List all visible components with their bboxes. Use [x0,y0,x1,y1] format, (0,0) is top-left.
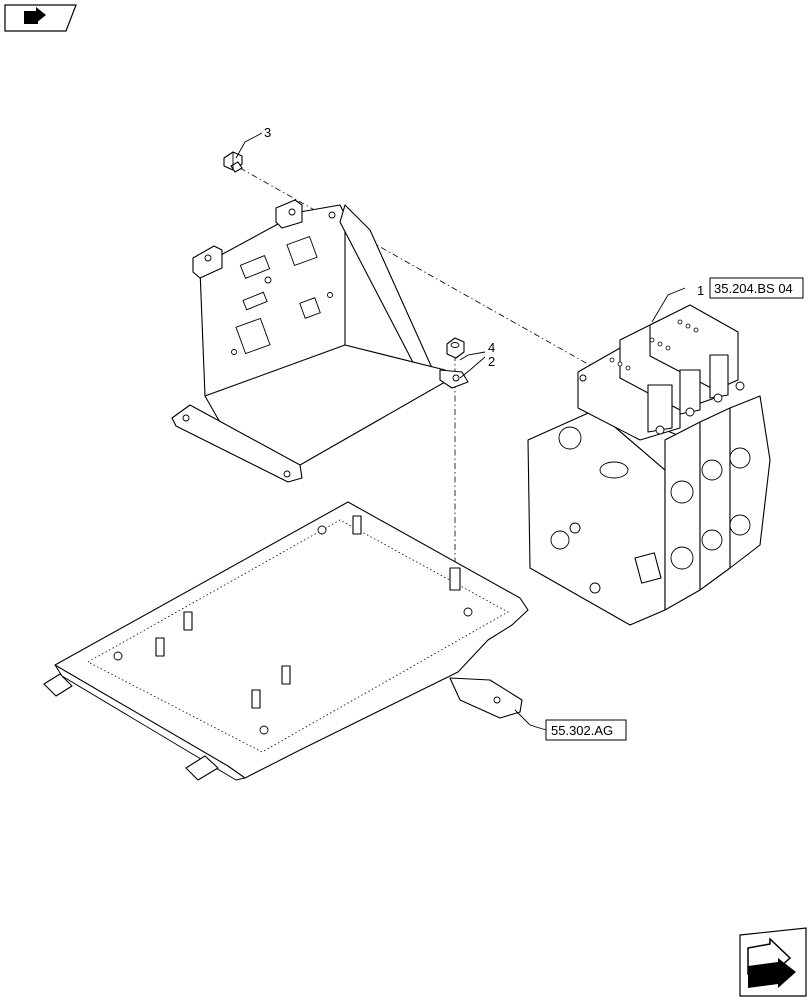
back-navigation-button[interactable] [4,4,77,32]
leader-lines [235,132,686,731]
forward-arrow-icon [747,937,796,988]
alignment-lines [239,167,596,570]
callout-item-3: 3 [264,125,271,140]
control-valve-part [527,304,771,626]
reference-label-mounting-plate: 55.302.AG [551,723,613,738]
nut-part [446,337,465,359]
forward-navigation-button[interactable] [739,927,807,997]
mounting-bracket-part [171,199,469,483]
callout-item-4: 4 [488,340,495,355]
callout-item-1: 1 [697,283,704,298]
callout-item-2: 2 [488,354,495,369]
mounting-plate-part [43,501,529,781]
bolt-part [223,151,243,173]
back-arrow-icon [24,7,46,24]
reference-link-control-valve[interactable]: 35.204.BS 04 [709,277,804,299]
reference-label-control-valve: 35.204.BS 04 [714,281,793,296]
reference-link-mounting-plate[interactable]: 55.302.AG [545,719,627,741]
